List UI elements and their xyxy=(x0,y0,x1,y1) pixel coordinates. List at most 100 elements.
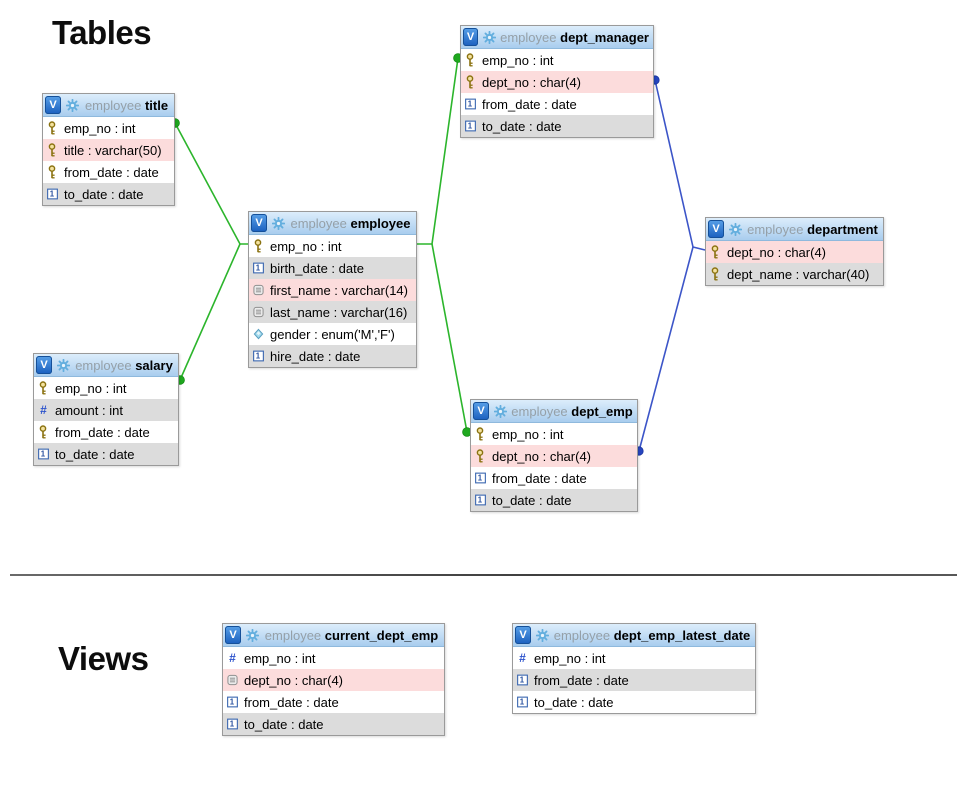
gear-icon[interactable] xyxy=(66,99,79,112)
column-row[interactable]: dept_no : char(4) xyxy=(461,71,653,93)
table-department-header[interactable]: V employee department xyxy=(706,218,883,241)
column-row[interactable]: dept_no : char(4) xyxy=(706,241,883,263)
column-label: from_date : date xyxy=(64,164,159,180)
column-row[interactable]: to_date : date xyxy=(513,691,755,713)
column-row[interactable]: dept_no : char(4) xyxy=(223,669,444,691)
gear-icon[interactable] xyxy=(536,629,549,642)
table-employee[interactable]: V employee employee emp_no : int birth_d… xyxy=(248,211,417,368)
primary-key-icon xyxy=(253,239,264,253)
column-label: first_name : varchar(14) xyxy=(270,282,408,298)
table-name: dept_emp xyxy=(571,403,633,419)
table-employee-header[interactable]: V employee employee xyxy=(249,212,416,235)
column-row[interactable]: from_date : date xyxy=(34,421,178,443)
column-label: emp_no : int xyxy=(64,120,136,136)
relation-title-employee xyxy=(174,122,248,245)
date-type-icon xyxy=(517,695,528,709)
view-toggle-icon[interactable]: V xyxy=(463,28,479,46)
column-row[interactable]: emp_no : int xyxy=(43,117,174,139)
gear-icon[interactable] xyxy=(729,223,742,236)
column-row[interactable]: #emp_no : int xyxy=(513,647,755,669)
table-salary-header[interactable]: V employee salary xyxy=(34,354,178,377)
primary-key-icon xyxy=(47,121,58,135)
column-label: emp_no : int xyxy=(482,52,554,68)
column-row[interactable]: to_date : date xyxy=(34,443,178,465)
column-row[interactable]: emp_no : int xyxy=(249,235,416,257)
view-toggle-icon[interactable]: V xyxy=(515,626,531,644)
column-row[interactable]: #emp_no : int xyxy=(223,647,444,669)
column-row[interactable]: to_date : date xyxy=(471,489,637,511)
column-row[interactable]: dept_name : varchar(40) xyxy=(706,263,883,285)
table-salary[interactable]: V employee salary emp_no : int #amount :… xyxy=(33,353,179,466)
column-label: from_date : date xyxy=(534,672,629,688)
column-label: from_date : date xyxy=(55,424,150,440)
gear-icon[interactable] xyxy=(246,629,259,642)
column-row[interactable]: hire_date : date xyxy=(249,345,416,367)
relation-deptemp-department xyxy=(638,246,694,452)
schema-name: employee xyxy=(84,97,142,113)
table-name: current_dept_emp xyxy=(324,627,439,643)
column-row[interactable]: birth_date : date xyxy=(249,257,416,279)
date-type-icon xyxy=(475,493,486,507)
column-label: dept_no : char(4) xyxy=(492,448,592,464)
table-dept-manager-header[interactable]: V employee dept_manager xyxy=(461,26,653,49)
schema-name: employee xyxy=(290,215,347,231)
column-row[interactable]: last_name : varchar(16) xyxy=(249,301,416,323)
numeric-type-icon: # xyxy=(229,651,236,665)
column-row[interactable]: from_date : date xyxy=(43,161,174,183)
column-label: to_date : date xyxy=(244,716,324,732)
column-row[interactable]: title : varchar(50) xyxy=(43,139,174,161)
column-row[interactable]: to_date : date xyxy=(223,713,444,735)
gear-icon[interactable] xyxy=(494,405,507,418)
column-row[interactable]: to_date : date xyxy=(461,115,653,137)
primary-key-icon xyxy=(38,425,49,439)
view-toggle-icon[interactable]: V xyxy=(36,356,52,374)
schema-name: employee xyxy=(75,357,132,373)
primary-key-icon xyxy=(38,381,49,395)
date-type-icon xyxy=(227,695,238,709)
column-row[interactable]: from_date : date xyxy=(223,691,444,713)
column-row[interactable]: from_date : date xyxy=(513,669,755,691)
column-row[interactable]: emp_no : int xyxy=(471,423,637,445)
gear-icon[interactable] xyxy=(483,31,496,44)
column-label: to_date : date xyxy=(55,446,135,462)
view-toggle-icon[interactable]: V xyxy=(473,402,489,420)
view-toggle-icon[interactable]: V xyxy=(45,96,61,114)
table-dept-manager[interactable]: V employee dept_manager emp_no : int dep… xyxy=(460,25,654,138)
column-label: gender : enum('M','F') xyxy=(270,326,395,342)
column-label: amount : int xyxy=(55,402,123,418)
column-row[interactable]: gender : enum('M','F') xyxy=(249,323,416,345)
column-row[interactable]: #amount : int xyxy=(34,399,178,421)
column-row[interactable]: from_date : date xyxy=(471,467,637,489)
gear-icon[interactable] xyxy=(57,359,70,372)
view-dept-emp-latest-date[interactable]: V employee dept_emp_latest_date #emp_no … xyxy=(512,623,756,714)
table-department[interactable]: V employee department dept_no : char(4) … xyxy=(705,217,884,286)
view-current-dept-emp[interactable]: V employee current_dept_emp #emp_no : in… xyxy=(222,623,445,736)
view-current-dept-emp-header[interactable]: V employee current_dept_emp xyxy=(223,624,444,647)
column-row[interactable]: emp_no : int xyxy=(461,49,653,71)
column-label: dept_no : char(4) xyxy=(727,244,827,260)
relation-deptmanager-department xyxy=(654,79,706,251)
column-row[interactable]: from_date : date xyxy=(461,93,653,115)
column-row[interactable]: emp_no : int xyxy=(34,377,178,399)
column-row[interactable]: dept_no : char(4) xyxy=(471,445,637,467)
table-title-header[interactable]: V employee title xyxy=(43,94,174,117)
table-dept-emp[interactable]: V employee dept_emp emp_no : int dept_no… xyxy=(470,399,638,512)
primary-key-icon xyxy=(47,165,58,179)
view-toggle-icon[interactable]: V xyxy=(708,220,724,238)
table-name: dept_emp_latest_date xyxy=(613,627,751,643)
gear-icon[interactable] xyxy=(272,217,285,230)
view-toggle-icon[interactable]: V xyxy=(251,214,267,232)
relation-salary-employee xyxy=(179,243,241,381)
text-type-icon xyxy=(227,673,238,687)
table-name: salary xyxy=(135,357,173,373)
table-title[interactable]: V employee title emp_no : int title : va… xyxy=(42,93,175,206)
column-row[interactable]: first_name : varchar(14) xyxy=(249,279,416,301)
column-row[interactable]: to_date : date xyxy=(43,183,174,205)
primary-key-icon xyxy=(475,427,486,441)
date-type-icon xyxy=(253,261,264,275)
view-toggle-icon[interactable]: V xyxy=(225,626,241,644)
table-dept-emp-header[interactable]: V employee dept_emp xyxy=(471,400,637,423)
column-label: to_date : date xyxy=(64,186,144,202)
view-dept-emp-latest-date-header[interactable]: V employee dept_emp_latest_date xyxy=(513,624,755,647)
date-type-icon xyxy=(227,717,238,731)
